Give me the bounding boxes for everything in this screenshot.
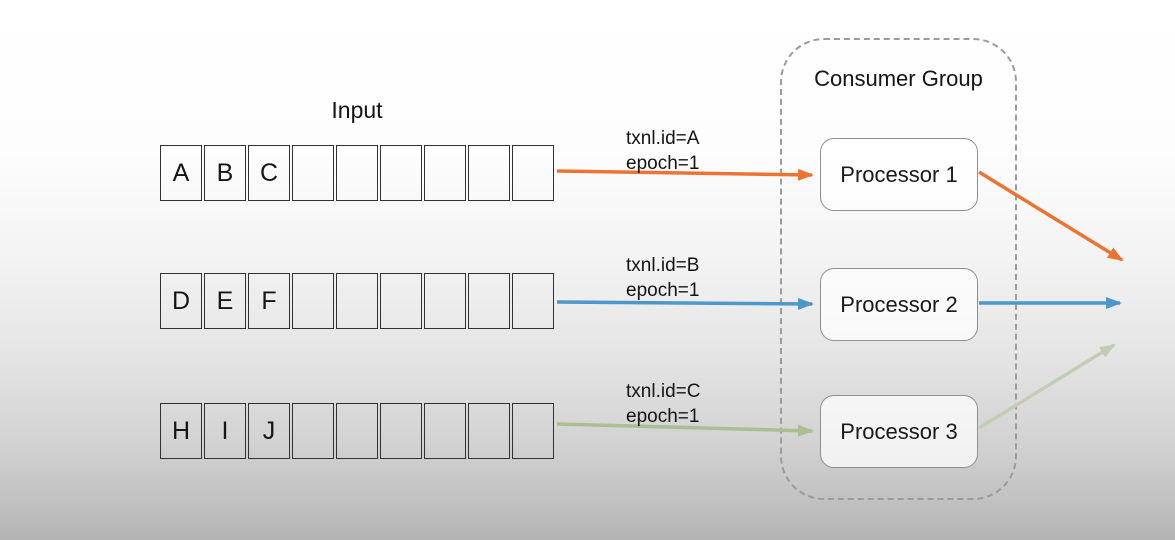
queue-cell: J bbox=[248, 403, 290, 459]
queue-cell bbox=[512, 273, 554, 329]
queue-row-1: A B C bbox=[160, 145, 554, 201]
queue-cell bbox=[468, 273, 510, 329]
queue-cell bbox=[468, 145, 510, 201]
processor-2-label: Processor 2 bbox=[840, 291, 958, 317]
queue-cell bbox=[336, 273, 378, 329]
queue-cell: B bbox=[204, 145, 246, 201]
queue-cell bbox=[512, 403, 554, 459]
queue-cell: C bbox=[248, 145, 290, 201]
processor-1-box: Processor 1 bbox=[820, 138, 978, 211]
processor-3-box: Processor 3 bbox=[820, 395, 978, 468]
queue-row-3: H I J bbox=[160, 403, 554, 459]
queue-cell bbox=[424, 403, 466, 459]
queue-cell bbox=[292, 145, 334, 201]
arrow-label-2-line-1: txnl.id=B bbox=[626, 255, 700, 276]
queue-cell bbox=[380, 145, 422, 201]
arrow-label-1-line-1: txnl.id=A bbox=[626, 128, 700, 149]
processor-2-box: Processor 2 bbox=[820, 268, 978, 341]
arrow-label-3-line-2: epoch=1 bbox=[626, 406, 700, 427]
queue-cell bbox=[424, 273, 466, 329]
queue-row-2: D E F bbox=[160, 273, 554, 329]
processor-3-label: Processor 3 bbox=[840, 418, 958, 444]
queue-cell bbox=[336, 145, 378, 201]
queue-cell bbox=[468, 403, 510, 459]
queue-cell bbox=[424, 145, 466, 201]
queue-cell: A bbox=[160, 145, 202, 201]
queue-cell bbox=[292, 273, 334, 329]
arrow-label-3-line-1: txnl.id=C bbox=[626, 381, 701, 402]
queue-cell bbox=[292, 403, 334, 459]
queue-cell: H bbox=[160, 403, 202, 459]
arrow-label-2-line-2: epoch=1 bbox=[626, 280, 700, 301]
processor-1-label: Processor 1 bbox=[840, 161, 958, 187]
queue-cell: F bbox=[248, 273, 290, 329]
queue-cell bbox=[380, 273, 422, 329]
queue-cell bbox=[512, 145, 554, 201]
consumer-group-title: Consumer Group bbox=[814, 66, 983, 91]
arrow-label-1-line-2: epoch=1 bbox=[626, 153, 700, 174]
queue-cell: I bbox=[204, 403, 246, 459]
arrow-label-2: txnl.id=B epoch=1 bbox=[626, 253, 699, 303]
arrow-label-1: txnl.id=A epoch=1 bbox=[626, 126, 699, 176]
consumer-group-box bbox=[780, 38, 1017, 500]
queue-cell bbox=[380, 403, 422, 459]
queue-cell bbox=[336, 403, 378, 459]
input-title: Input bbox=[331, 97, 383, 123]
arrow-label-3: txnl.id=C epoch=1 bbox=[626, 379, 700, 429]
queue-cell: D bbox=[160, 273, 202, 329]
queue-cell: E bbox=[204, 273, 246, 329]
